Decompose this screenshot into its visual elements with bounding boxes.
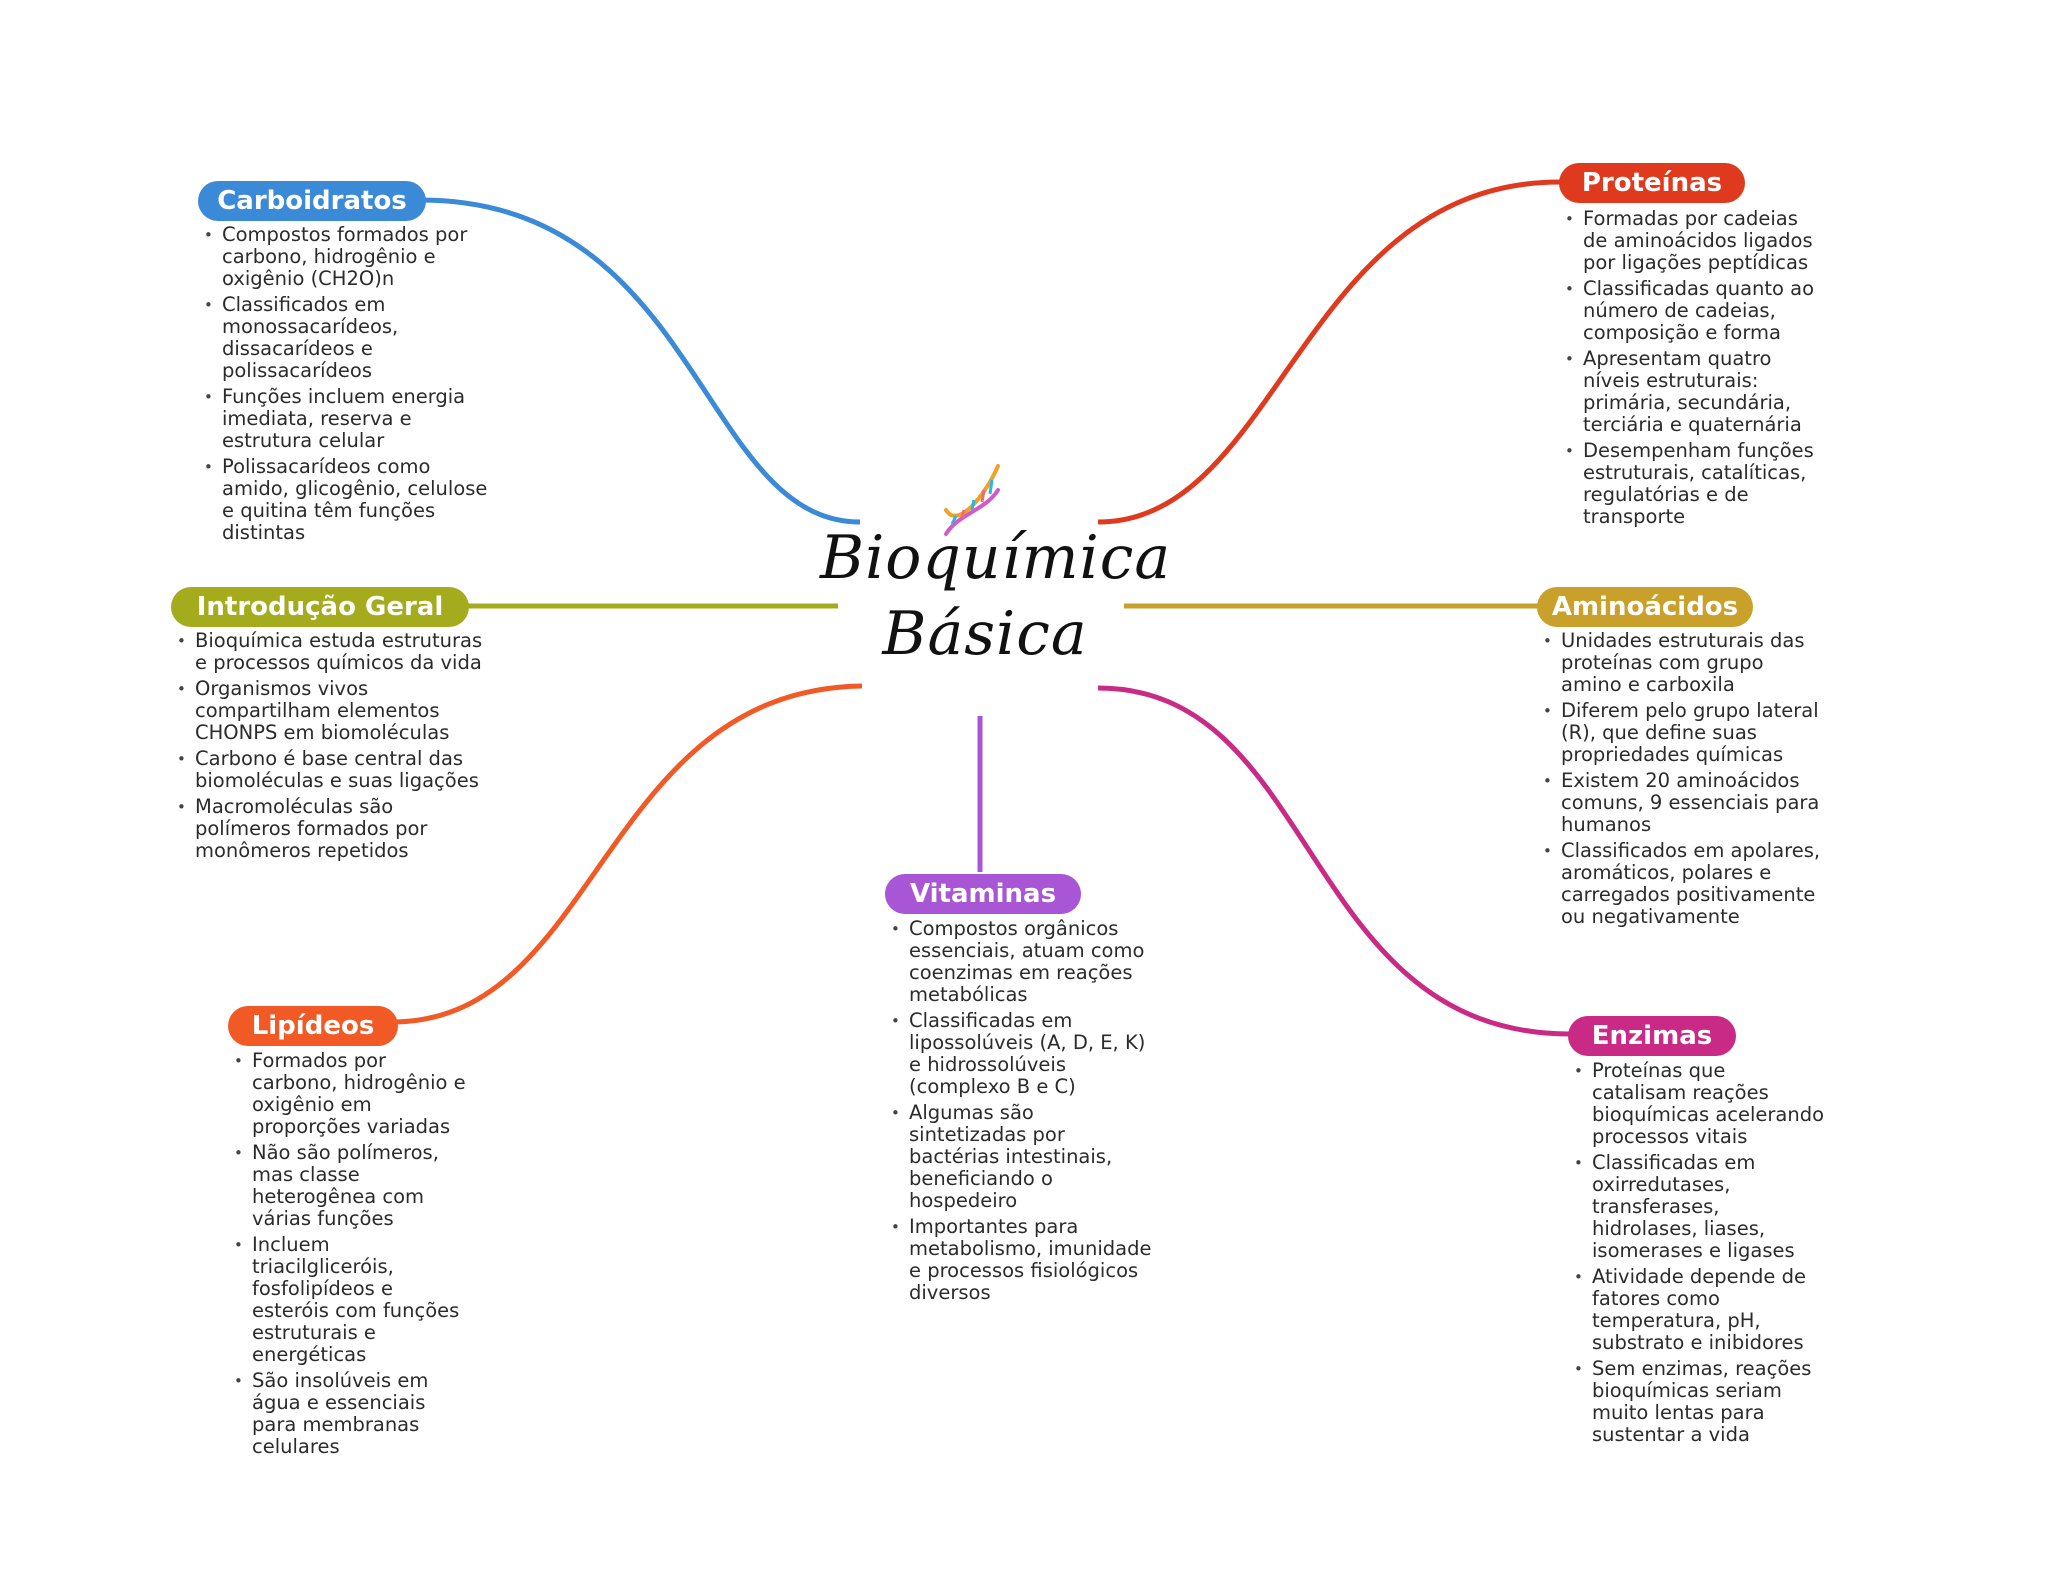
list-item: Classificados em apolares, aromáticos, p… bbox=[1539, 840, 1829, 928]
list-item: Unidades estruturais das proteínas com g… bbox=[1539, 630, 1829, 696]
list-item: Classificadas quanto ao número de cadeia… bbox=[1561, 278, 1821, 344]
topic-aminoacidos[interactable]: Aminoácidos bbox=[1537, 587, 1753, 627]
list-item: Algumas são sintetizadas por bactérias i… bbox=[887, 1102, 1152, 1212]
list-item: Sem enzimas, reações bioquímicas seriam … bbox=[1570, 1358, 1825, 1446]
list-item: Bioquímica estuda estruturas e processos… bbox=[173, 630, 483, 674]
connector-lipideos bbox=[391, 683, 863, 1025]
carboidratos-bullets: Compostos formados por carbono, hidrogên… bbox=[200, 224, 490, 548]
list-item: Classificadas em oxirredutases, transfer… bbox=[1570, 1152, 1825, 1262]
list-item: Proteínas que catalisam reações bioquími… bbox=[1570, 1060, 1825, 1148]
center-title-line2: Básica bbox=[882, 599, 1088, 669]
list-item: Compostos orgânicos essenciais, atuam co… bbox=[887, 918, 1152, 1006]
aminoacidos-bullets: Unidades estruturais das proteínas com g… bbox=[1539, 630, 1829, 932]
lipideos-bullets: Formados por carbono, hidrogênio e oxigê… bbox=[230, 1050, 470, 1462]
list-item: Apresentam quatro níveis estruturais: pr… bbox=[1561, 348, 1821, 436]
list-item: São insolúveis em água e essenciais para… bbox=[230, 1370, 470, 1458]
list-item: Formados por carbono, hidrogênio e oxigê… bbox=[230, 1050, 470, 1138]
introducao-bullets: Bioquímica estuda estruturas e processos… bbox=[173, 630, 483, 866]
topic-proteinas[interactable]: Proteínas bbox=[1559, 163, 1745, 203]
list-item: Não são polímeros, mas classe heterogêne… bbox=[230, 1142, 470, 1230]
enzimas-bullets: Proteínas que catalisam reações bioquími… bbox=[1570, 1060, 1825, 1450]
list-item: Importantes para metabolismo, imunidade … bbox=[887, 1216, 1152, 1304]
vitaminas-bullets: Compostos orgânicos essenciais, atuam co… bbox=[887, 918, 1152, 1308]
dna-icon bbox=[944, 464, 1000, 536]
center-title-line1: Bioquímica bbox=[820, 523, 1172, 593]
list-item: Macromoléculas são polímeros formados po… bbox=[173, 796, 483, 862]
list-item: Polissacarídeos como amido, glicogênio, … bbox=[200, 456, 490, 544]
list-item: Classificadas em lipossolúveis (A, D, E,… bbox=[887, 1010, 1152, 1098]
topic-vitaminas[interactable]: Vitaminas bbox=[885, 874, 1081, 914]
list-item: Formadas por cadeias de aminoácidos liga… bbox=[1561, 208, 1821, 274]
connector-carboidratos bbox=[419, 197, 861, 525]
connector-proteinas bbox=[1097, 179, 1561, 525]
list-item: Classificados em monossacarídeos, dissac… bbox=[200, 294, 490, 382]
list-item: Organismos vivos compartilham elementos … bbox=[173, 678, 483, 744]
list-item: Existem 20 aminoácidos comuns, 9 essenci… bbox=[1539, 770, 1829, 836]
list-item: Carbono é base central das biomoléculas … bbox=[173, 748, 483, 792]
topic-carboidratos[interactable]: Carboidratos bbox=[198, 181, 426, 221]
topic-introducao-geral[interactable]: Introdução Geral bbox=[171, 587, 469, 627]
topic-lipideos[interactable]: Lipídeos bbox=[228, 1006, 398, 1046]
connector-enzimas bbox=[1097, 685, 1571, 1037]
list-item: Funções incluem energia imediata, reserv… bbox=[200, 386, 490, 452]
list-item: Diferem pelo grupo lateral (R), que defi… bbox=[1539, 700, 1829, 766]
topic-enzimas[interactable]: Enzimas bbox=[1568, 1016, 1736, 1056]
list-item: Desempenham funções estruturais, catalít… bbox=[1561, 440, 1821, 528]
list-item: Atividade depende de fatores como temper… bbox=[1570, 1266, 1825, 1354]
center-title[interactable]: Bioquímica Básica bbox=[820, 520, 1172, 672]
list-item: Compostos formados por carbono, hidrogên… bbox=[200, 224, 490, 290]
list-item: Incluem triacilgliceróis, fosfolipídeos … bbox=[230, 1234, 470, 1366]
proteinas-bullets: Formadas por cadeias de aminoácidos liga… bbox=[1561, 208, 1821, 532]
